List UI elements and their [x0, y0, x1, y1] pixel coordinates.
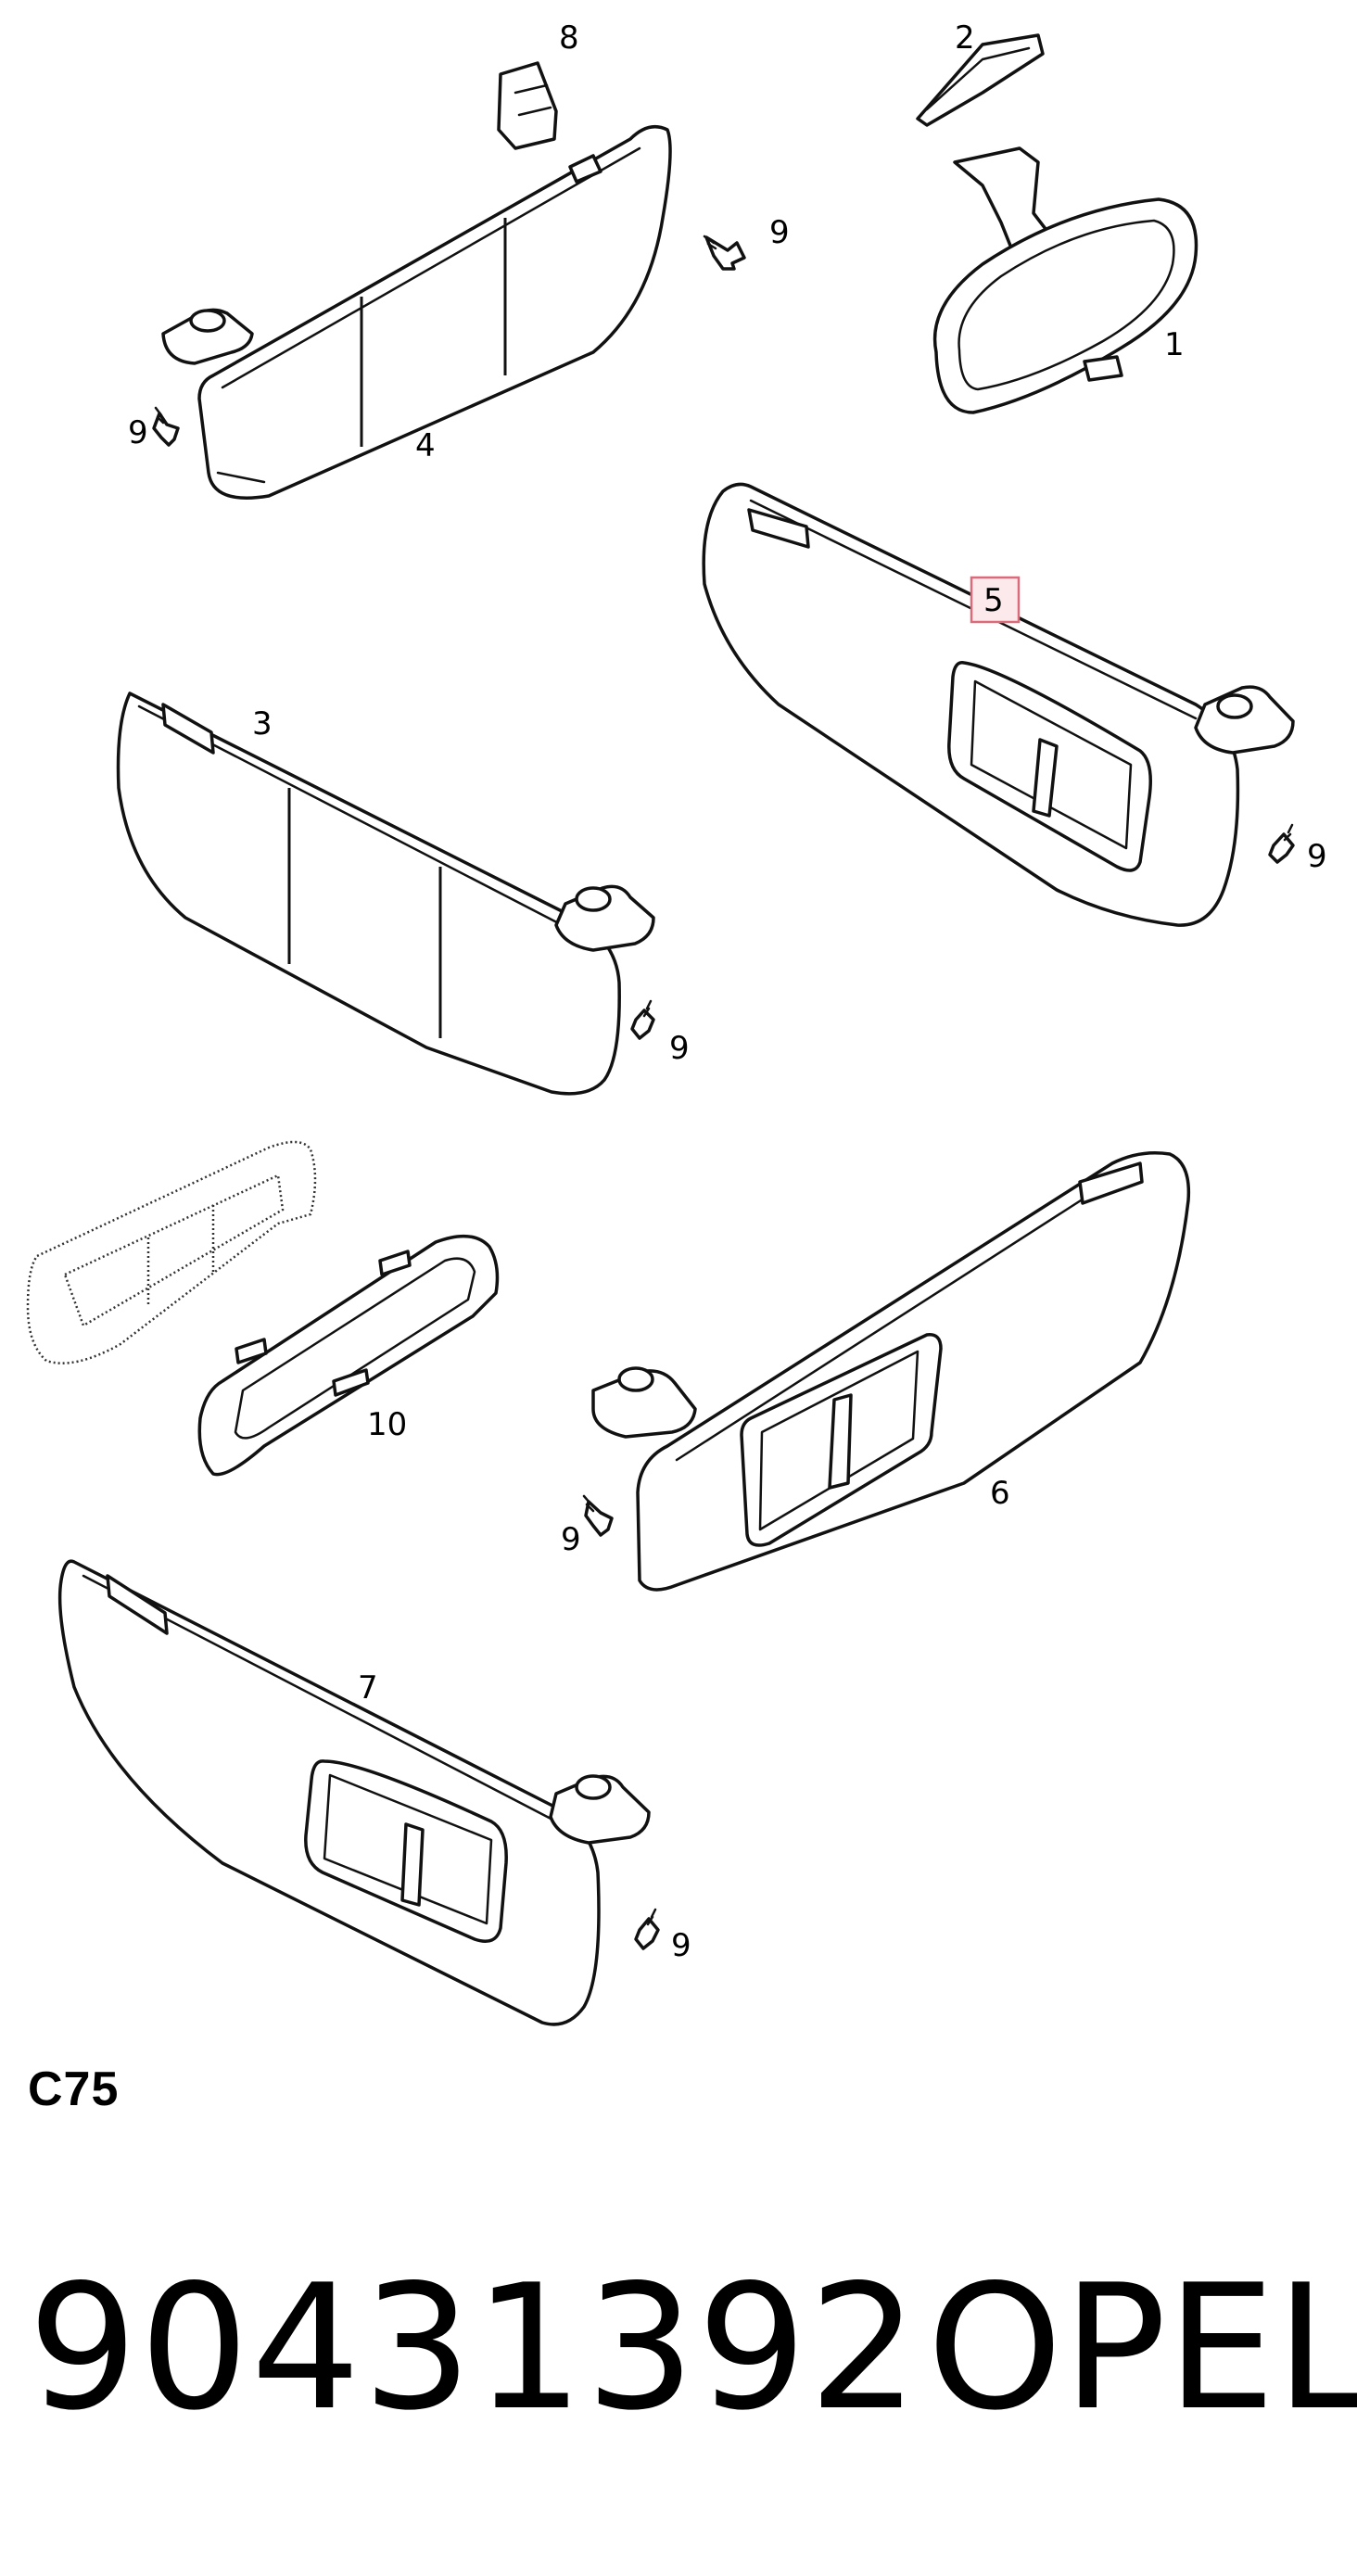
callout-6: 6: [990, 1475, 1010, 1512]
vanity-mirror-dotted: [26, 1140, 317, 1364]
callout-3: 3: [252, 705, 273, 742]
clip-part-8[interactable]: [497, 61, 558, 150]
screw-icon[interactable]: [634, 1908, 660, 1950]
mirror-cover-part-2[interactable]: [916, 33, 1045, 127]
screw-icon[interactable]: [630, 999, 655, 1040]
mirror-frame-part-10[interactable]: [197, 1234, 500, 1477]
sun-visor-part-5[interactable]: [702, 482, 1295, 927]
screw-icon[interactable]: [582, 1494, 614, 1537]
callout-9-c: 9: [1307, 838, 1327, 875]
sun-visor-part-7[interactable]: [57, 1559, 651, 2026]
callout-9-a: 9: [769, 214, 790, 251]
callout-1: 1: [1164, 326, 1185, 363]
brand-name: OPEL: [927, 2247, 1357, 2448]
highlight-box: [970, 576, 1021, 624]
callout-9-d: 9: [669, 1030, 690, 1067]
part-number: 90431392: [28, 2247, 920, 2448]
callout-10: 10: [367, 1406, 407, 1443]
callout-7: 7: [358, 1669, 378, 1707]
sun-visor-part-4[interactable]: [161, 124, 672, 500]
callout-9-e: 9: [561, 1521, 581, 1558]
callout-9-b: 9: [128, 414, 148, 451]
callout-8: 8: [559, 19, 579, 57]
screw-icon[interactable]: [1268, 823, 1295, 864]
callout-5[interactable]: 5: [983, 582, 1004, 619]
callout-4: 4: [415, 427, 436, 464]
screw-icon[interactable]: [703, 235, 746, 271]
screw-icon[interactable]: [152, 406, 180, 447]
callout-2: 2: [955, 19, 975, 57]
callout-9-f: 9: [671, 1927, 691, 1964]
mirror-part-1[interactable]: [932, 146, 1198, 414]
sun-visor-part-3[interactable]: [116, 692, 655, 1096]
diagram-code: C75: [28, 2062, 120, 2116]
sun-visor-part-6[interactable]: [591, 1151, 1191, 1592]
